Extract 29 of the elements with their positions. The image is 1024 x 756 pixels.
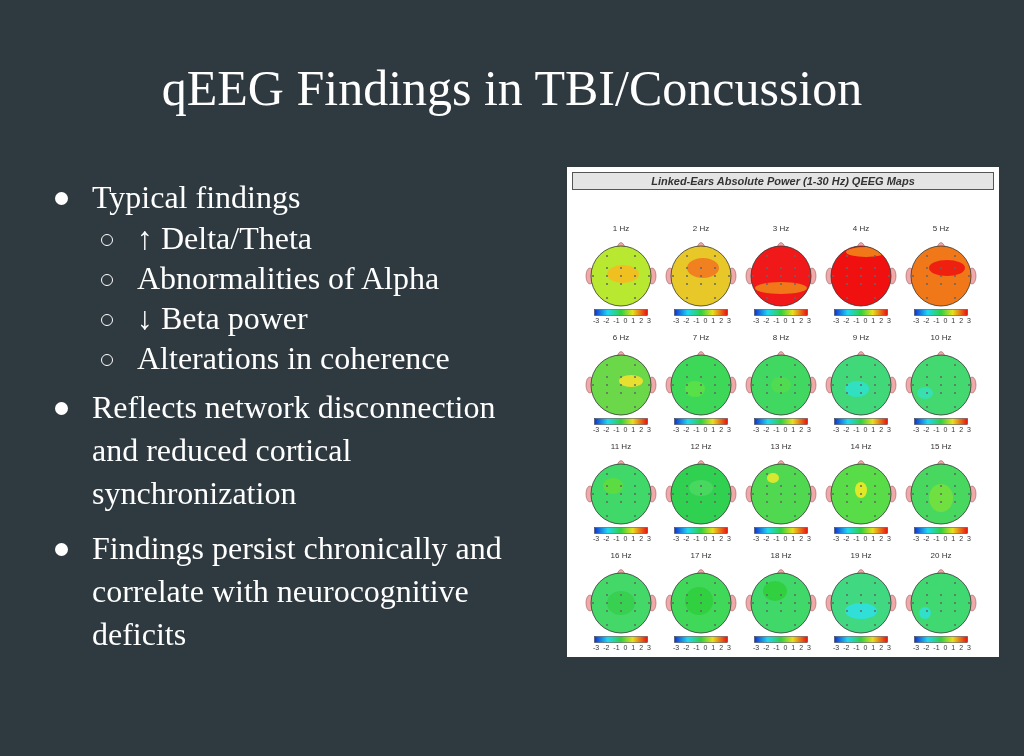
- frequency-label: 9 Hz: [851, 333, 871, 343]
- frequency-label: 10 Hz: [929, 333, 953, 343]
- frequency-label: 12 Hz: [689, 442, 713, 452]
- frequency-label: 7 Hz: [691, 333, 711, 343]
- frequency-label: 15 Hz: [929, 442, 953, 452]
- frequency-label: 1 Hz: [611, 224, 631, 234]
- bullet-text: Typical findings: [92, 178, 302, 217]
- bullet-text: Abnormalities of Alpha: [137, 259, 441, 298]
- bullet-text: ↑ Delta/Theta: [137, 219, 314, 258]
- slide-title: qEEG Findings in TBI/Concussion: [160, 59, 864, 118]
- figure-heading: Linked-Ears Absolute Power (1-30 Hz) QEEG Maps: [572, 172, 994, 190]
- frequency-label: 18 Hz: [769, 551, 793, 561]
- bullet-text: Alterations in coherence: [137, 339, 451, 378]
- frequency-label: 5 Hz: [931, 224, 951, 234]
- bullet-text: Reflects network disconnection and reduced cortical synchronization: [92, 388, 497, 513]
- frequency-label: 17 Hz: [689, 551, 713, 561]
- bullet-text: Findings persist chronically and correlate with neurocognitive deficits: [92, 529, 503, 654]
- frequency-label: 14 Hz: [849, 442, 873, 452]
- frequency-label: 11 Hz: [609, 442, 633, 452]
- frequency-label: 13 Hz: [769, 442, 793, 452]
- frequency-label: 16 Hz: [609, 551, 633, 561]
- frequency-label: 8 Hz: [771, 333, 791, 343]
- frequency-label: 4 Hz: [851, 224, 871, 234]
- frequency-label: 20 Hz: [929, 551, 953, 561]
- bullet-text: ↓ Beta power: [137, 299, 309, 338]
- frequency-label: 3 Hz: [771, 224, 791, 234]
- frequency-label: 6 Hz: [611, 333, 631, 343]
- frequency-label: 19 Hz: [849, 551, 873, 561]
- frequency-label: 2 Hz: [691, 224, 711, 234]
